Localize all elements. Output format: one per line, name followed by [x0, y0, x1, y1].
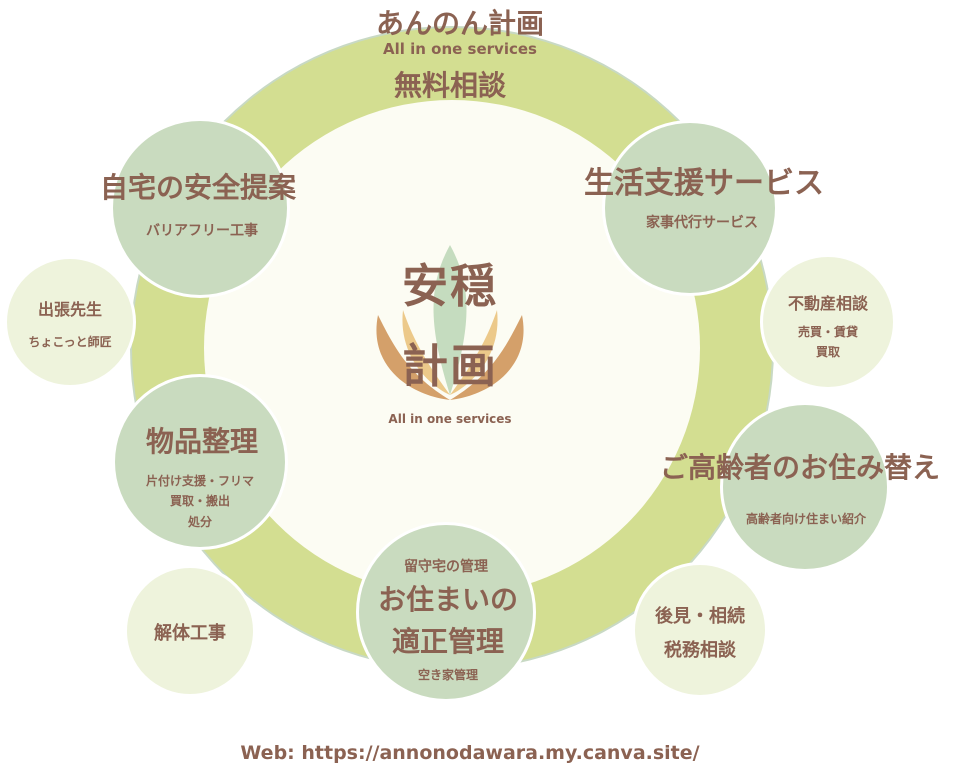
circle-life-support [602, 120, 778, 296]
service-title: 適正管理 [391, 625, 505, 658]
service-sub: 家事代行サービス [646, 215, 758, 231]
logo-text-line2: 計画 [402, 339, 498, 393]
page-subtitle: All in one services [383, 40, 537, 58]
circle-visiting-teacher [4, 256, 136, 388]
lotus-logo-icon [376, 245, 524, 400]
service-title: 出張先生 [37, 300, 103, 319]
service-sub: 空き家管理 [417, 668, 479, 682]
service-sub: 買取 [815, 345, 841, 359]
service-sub: 買取・搬出 [169, 494, 231, 508]
circle-item-organizing [112, 374, 288, 550]
service-title: 物品整理 [145, 425, 259, 458]
service-title: ご高齢者のお住み替え [659, 451, 941, 484]
service-title: お住まいの [377, 583, 519, 616]
circle-relocation [720, 402, 890, 572]
page-title: あんのん計画 [375, 7, 545, 40]
service-title: 解体工事 [154, 623, 226, 644]
service-title: 後見・相続 [655, 606, 745, 627]
circle-home-safety [110, 118, 290, 298]
service-top: 留守宅の管理 [404, 559, 488, 575]
website-link[interactable]: Web: https://annonodawara.my.canva.site/ [240, 742, 700, 764]
circle-real-estate [760, 254, 896, 390]
circle-guardianship [632, 562, 768, 698]
service-title: 生活支援サービス [584, 166, 824, 201]
free-consultation: 無料相談 [393, 69, 507, 102]
service-title: 税務相談 [664, 640, 736, 661]
circle-home-management [356, 522, 536, 702]
service-sub: ちょこっと師匠 [28, 335, 112, 349]
service-title: 自宅の安全提案 [99, 171, 297, 204]
service-sub: 片付け支援・フリマ [145, 474, 255, 488]
service-sub: 高齢者向け住まい紹介 [745, 512, 867, 526]
logo-tagline: All in one services [388, 412, 512, 426]
service-title: 不動産相談 [787, 294, 869, 313]
circle-demolition [124, 565, 256, 697]
service-sub: 処分 [187, 515, 213, 529]
service-sub: バリアフリー工事 [146, 223, 258, 239]
logo-text-line1: 安穏 [402, 259, 498, 313]
service-sub: 売買・賃貸 [797, 325, 859, 339]
